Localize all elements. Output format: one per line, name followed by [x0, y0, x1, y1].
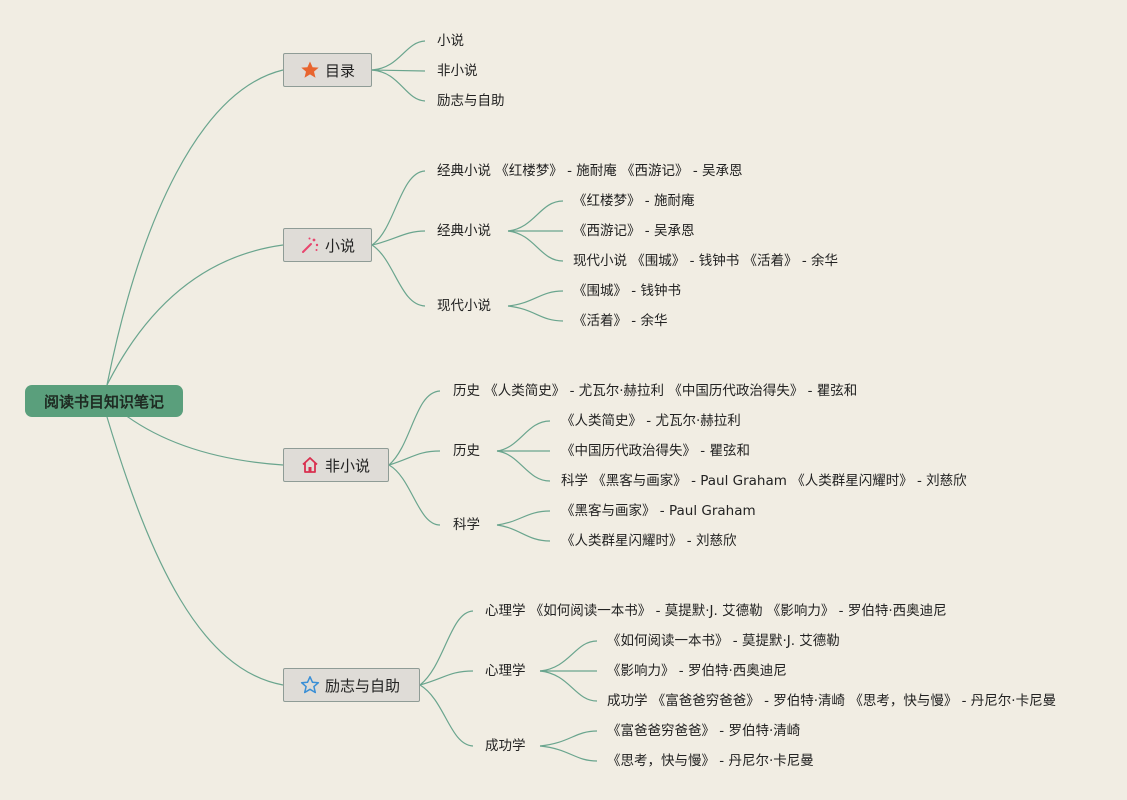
history-item[interactable]: 《中国历代政治得失》 - 瞿弦和: [561, 443, 750, 459]
branch-label-fiction: 小说: [325, 236, 356, 255]
branch-node-selfhelp[interactable]: 励志与自助: [283, 668, 420, 702]
link-psychology-3: [539, 670, 598, 702]
link-nonfiction-summary: [388, 390, 441, 466]
link-modern-1: [507, 290, 564, 307]
link-selfhelp-summary: [419, 610, 474, 686]
psychology-item[interactable]: 成功学 《富爸爸穷爸爸》 - 罗伯特·清崎 《思考，快与慢》 - 丹尼尔·卡尼曼: [607, 693, 1057, 709]
fiction-modern-label[interactable]: 现代小说: [437, 298, 491, 314]
link-history-3: [496, 450, 551, 482]
branch-label-catalog: 目录: [325, 61, 356, 80]
classic-item[interactable]: 《红楼梦》 - 施耐庵: [573, 193, 695, 209]
home-icon: [300, 455, 320, 475]
success-item[interactable]: 《思考，快与慢》 - 丹尼尔·卡尼曼: [607, 753, 814, 769]
success-item[interactable]: 《富爸爸穷爸爸》 - 罗伯特·清崎: [607, 723, 801, 739]
link-nonfiction-science: [388, 464, 441, 526]
link-success-2: [539, 745, 598, 762]
root-label: 阅读书目知识笔记: [43, 392, 164, 411]
link-root-catalog: [106, 69, 284, 386]
link-nonfiction-history: [388, 450, 441, 466]
nonfiction-summary[interactable]: 历史 《人类简史》 - 尤瓦尔·赫拉利 《中国历代政治得失》 - 瞿弦和: [453, 383, 858, 399]
nonfiction-science-label[interactable]: 科学: [453, 517, 480, 533]
root-node[interactable]: 阅读书目知识笔记: [25, 385, 183, 417]
link-science-1: [496, 510, 551, 526]
branch-node-catalog[interactable]: 目录: [283, 53, 372, 87]
selfhelp-summary[interactable]: 心理学 《如何阅读一本书》 - 莫提默·J. 艾德勒 《影响力》 - 罗伯特·西…: [485, 603, 947, 619]
link-root-fiction: [106, 244, 284, 386]
science-item[interactable]: 《黑客与画家》 - Paul Graham: [561, 503, 756, 519]
link-science-2: [496, 524, 551, 542]
link-selfhelp-success: [419, 684, 474, 747]
branch-label-selfhelp: 励志与自助: [325, 676, 401, 695]
catalog-item[interactable]: 非小说: [437, 63, 478, 79]
selfhelp-success-label[interactable]: 成功学: [485, 738, 526, 754]
link-root-selfhelp: [106, 416, 284, 686]
link-fiction-classic: [371, 230, 426, 246]
history-item[interactable]: 科学 《黑客与画家》 - Paul Graham 《人类群星闪耀时》 - 刘慈欣: [561, 473, 967, 489]
star-outline-icon: [300, 675, 320, 695]
link-classic-3: [507, 230, 564, 262]
link-catalog-3: [371, 69, 426, 102]
psychology-item[interactable]: 《影响力》 - 罗伯特·西奥迪尼: [607, 663, 787, 679]
link-psychology-1: [539, 640, 598, 672]
selfhelp-psychology-label[interactable]: 心理学: [485, 663, 526, 679]
nonfiction-history-label[interactable]: 历史: [453, 443, 480, 459]
classic-item[interactable]: 现代小说 《围城》 - 钱钟书 《活着》 - 余华: [573, 253, 838, 269]
fiction-summary[interactable]: 经典小说 《红楼梦》 - 施耐庵 《西游记》 - 吴承恩: [437, 163, 743, 179]
science-item[interactable]: 《人类群星闪耀时》 - 刘慈欣: [561, 533, 737, 549]
catalog-item[interactable]: 小说: [437, 33, 464, 49]
psychology-item[interactable]: 《如何阅读一本书》 - 莫提默·J. 艾德勒: [607, 633, 840, 649]
catalog-item[interactable]: 励志与自助: [437, 93, 505, 109]
link-fiction-modern: [371, 244, 426, 307]
branch-label-nonfiction: 非小说: [325, 456, 371, 475]
link-fiction-summary: [371, 170, 426, 246]
history-item[interactable]: 《人类简史》 - 尤瓦尔·赫拉利: [561, 413, 741, 429]
star-icon: [300, 60, 320, 80]
link-success-1: [539, 730, 598, 747]
classic-item[interactable]: 《西游记》 - 吴承恩: [573, 223, 695, 239]
modern-item[interactable]: 《围城》 - 钱钟书: [573, 283, 681, 299]
fiction-classic-label[interactable]: 经典小说: [437, 223, 491, 239]
branch-node-fiction[interactable]: 小说: [283, 228, 372, 262]
magic-wand-icon: [300, 235, 320, 255]
link-modern-2: [507, 305, 564, 322]
modern-item[interactable]: 《活着》 - 余华: [573, 313, 668, 329]
link-catalog-2: [371, 69, 426, 72]
link-history-1: [496, 420, 551, 452]
link-catalog-1: [371, 40, 426, 71]
link-selfhelp-psychology: [419, 670, 474, 686]
branch-node-nonfiction[interactable]: 非小说: [283, 448, 389, 482]
link-classic-1: [507, 200, 564, 232]
